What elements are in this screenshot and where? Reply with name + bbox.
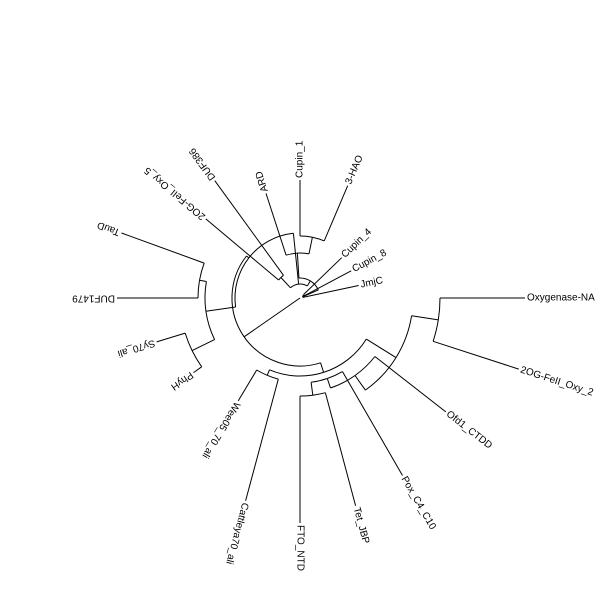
tree-arc: [298, 283, 308, 287]
leaf-branch: [265, 193, 287, 256]
tree-branches: [117, 180, 525, 523]
tree-arc: [395, 315, 413, 358]
leaf-branch: [302, 285, 359, 298]
leaf-branch: [374, 356, 447, 413]
leaf-branch: [303, 257, 343, 295]
tree-arc: [269, 369, 324, 377]
tree-arc: [199, 262, 205, 281]
leaf-label: Ofd1_CTDD: [444, 409, 494, 452]
tree-arc: [248, 232, 294, 259]
leaf-label: Tet_JBP: [351, 506, 371, 545]
leaf-label: Cattleya70_ali: [223, 501, 250, 565]
root-branch: [243, 297, 301, 338]
internal-branch: [411, 315, 439, 321]
tree-arc: [297, 252, 310, 255]
leaf-branch: [245, 378, 279, 501]
internal-branch: [205, 306, 236, 312]
tree-arc: [204, 281, 207, 312]
leaf-label: FTO_NTD: [294, 525, 305, 571]
leaf-branch: [323, 185, 349, 242]
tree-arc: [312, 392, 326, 396]
leaf-branch: [156, 332, 186, 343]
tree-arc: [256, 369, 268, 376]
internal-branch: [266, 369, 270, 376]
leaf-branch: [324, 392, 357, 506]
leaf-branch: [237, 369, 258, 402]
tree-arc: [432, 319, 439, 342]
tree-arc: [323, 338, 367, 373]
internal-branch: [306, 280, 311, 287]
internal-branch: [296, 253, 300, 279]
tree-arc: [197, 280, 200, 299]
tree-arc: [437, 297, 441, 320]
tree-arc: [243, 336, 321, 367]
internal-branch: [199, 279, 207, 282]
internal-branch: [292, 233, 300, 285]
tree-arc: [298, 277, 311, 282]
tree-arc: [234, 257, 250, 308]
internal-branch: [366, 338, 397, 359]
tree-arc: [299, 235, 313, 238]
leaf-label: DUF386: [187, 145, 218, 182]
leaf-branch: [121, 232, 205, 264]
leaf-label: JmjC: [359, 275, 384, 290]
leaf-label: PhyH: [169, 369, 195, 392]
internal-branch: [354, 375, 366, 391]
tree-arc: [285, 252, 298, 256]
tree-arc: [278, 277, 282, 281]
internal-branch: [302, 294, 305, 297]
tree-arc: [191, 350, 203, 368]
leaf-branch: [193, 366, 202, 374]
leaf-label: Sy70_ali: [116, 337, 156, 359]
tree-arc: [327, 371, 343, 379]
leaf-branch: [214, 180, 284, 276]
tree-arc: [231, 255, 247, 338]
leaf-label: Oxygenase-NA: [527, 293, 595, 304]
leaf-label: 3-HAO: [344, 153, 366, 186]
internal-branch: [191, 339, 215, 352]
leaf-label: 2OG-FeII_Oxy_5: [142, 164, 208, 222]
leaf-label: Cupin_1: [295, 140, 306, 178]
tree-arc: [205, 311, 216, 340]
leaf-branch: [304, 270, 352, 297]
leaf-label: TauD: [96, 219, 122, 237]
tree-arc: [280, 274, 284, 278]
internal-branch: [308, 237, 313, 254]
internal-branch: [310, 382, 314, 396]
tree-arc: [267, 374, 279, 380]
leaf-label: Wee05_70_ali: [200, 400, 242, 460]
tree-arc: [354, 356, 376, 376]
tree-arc: [365, 357, 397, 391]
leaf-branch: [342, 371, 403, 476]
leaf-branch: [205, 218, 279, 281]
tree-arc: [299, 394, 313, 397]
leaf-label: 2OG-FeII_Oxy_2: [519, 365, 595, 399]
leaf-label: DUF1479: [72, 292, 115, 303]
leaf-branch: [432, 340, 519, 370]
internal-branch: [320, 362, 325, 373]
internal-branch: [280, 277, 291, 289]
tree-arc: [311, 378, 328, 383]
internal-branch: [326, 378, 331, 389]
leaf-label: Pox_C4_C10: [399, 475, 438, 532]
tree-arc: [312, 236, 325, 242]
tree-arc: [290, 283, 299, 289]
tree-arc: [184, 332, 193, 351]
tree-labels: JmjCCupin_8Cupin_43-HAOCupin_1ARDDUF3862…: [72, 140, 595, 571]
leaf-label: ARD: [254, 170, 271, 193]
